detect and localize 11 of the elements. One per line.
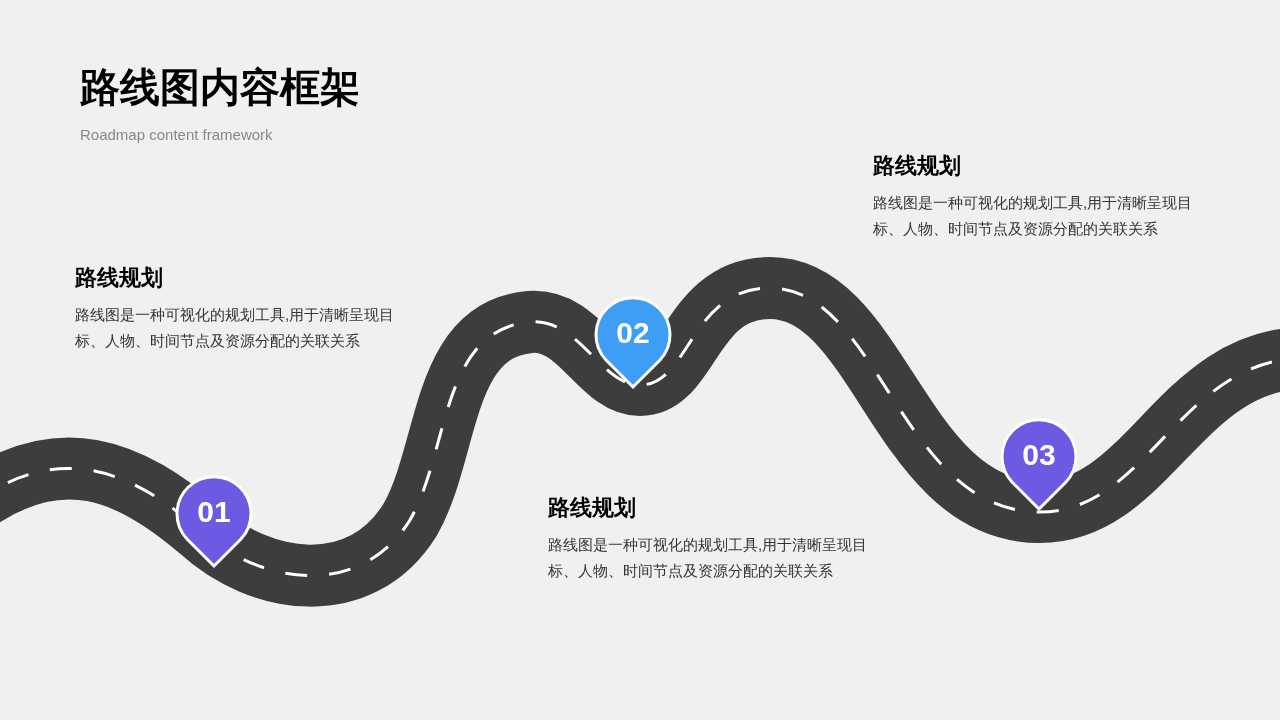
- subtitle: Roadmap content framework: [80, 125, 273, 145]
- map-pin: 02: [594, 294, 672, 390]
- map-pin: 01: [175, 473, 253, 569]
- page-title: 路线图内容框架: [80, 64, 360, 111]
- step-description: 路线图是一种可视化的规划工具,用于清晰呈现目标、人物、时间节点及资源分配的关联关系: [873, 193, 1193, 239]
- step-description: 路线图是一种可视化的规划工具,用于清晰呈现目标、人物、时间节点及资源分配的关联关系: [75, 305, 395, 351]
- step-heading: 路线规划: [873, 152, 962, 180]
- map-pin: 03: [1000, 416, 1078, 512]
- step-description: 路线图是一种可视化的规划工具,用于清晰呈现目标、人物、时间节点及资源分配的关联关系: [548, 535, 868, 581]
- step-heading: 路线规划: [75, 264, 164, 292]
- step-heading: 路线规划: [548, 494, 637, 522]
